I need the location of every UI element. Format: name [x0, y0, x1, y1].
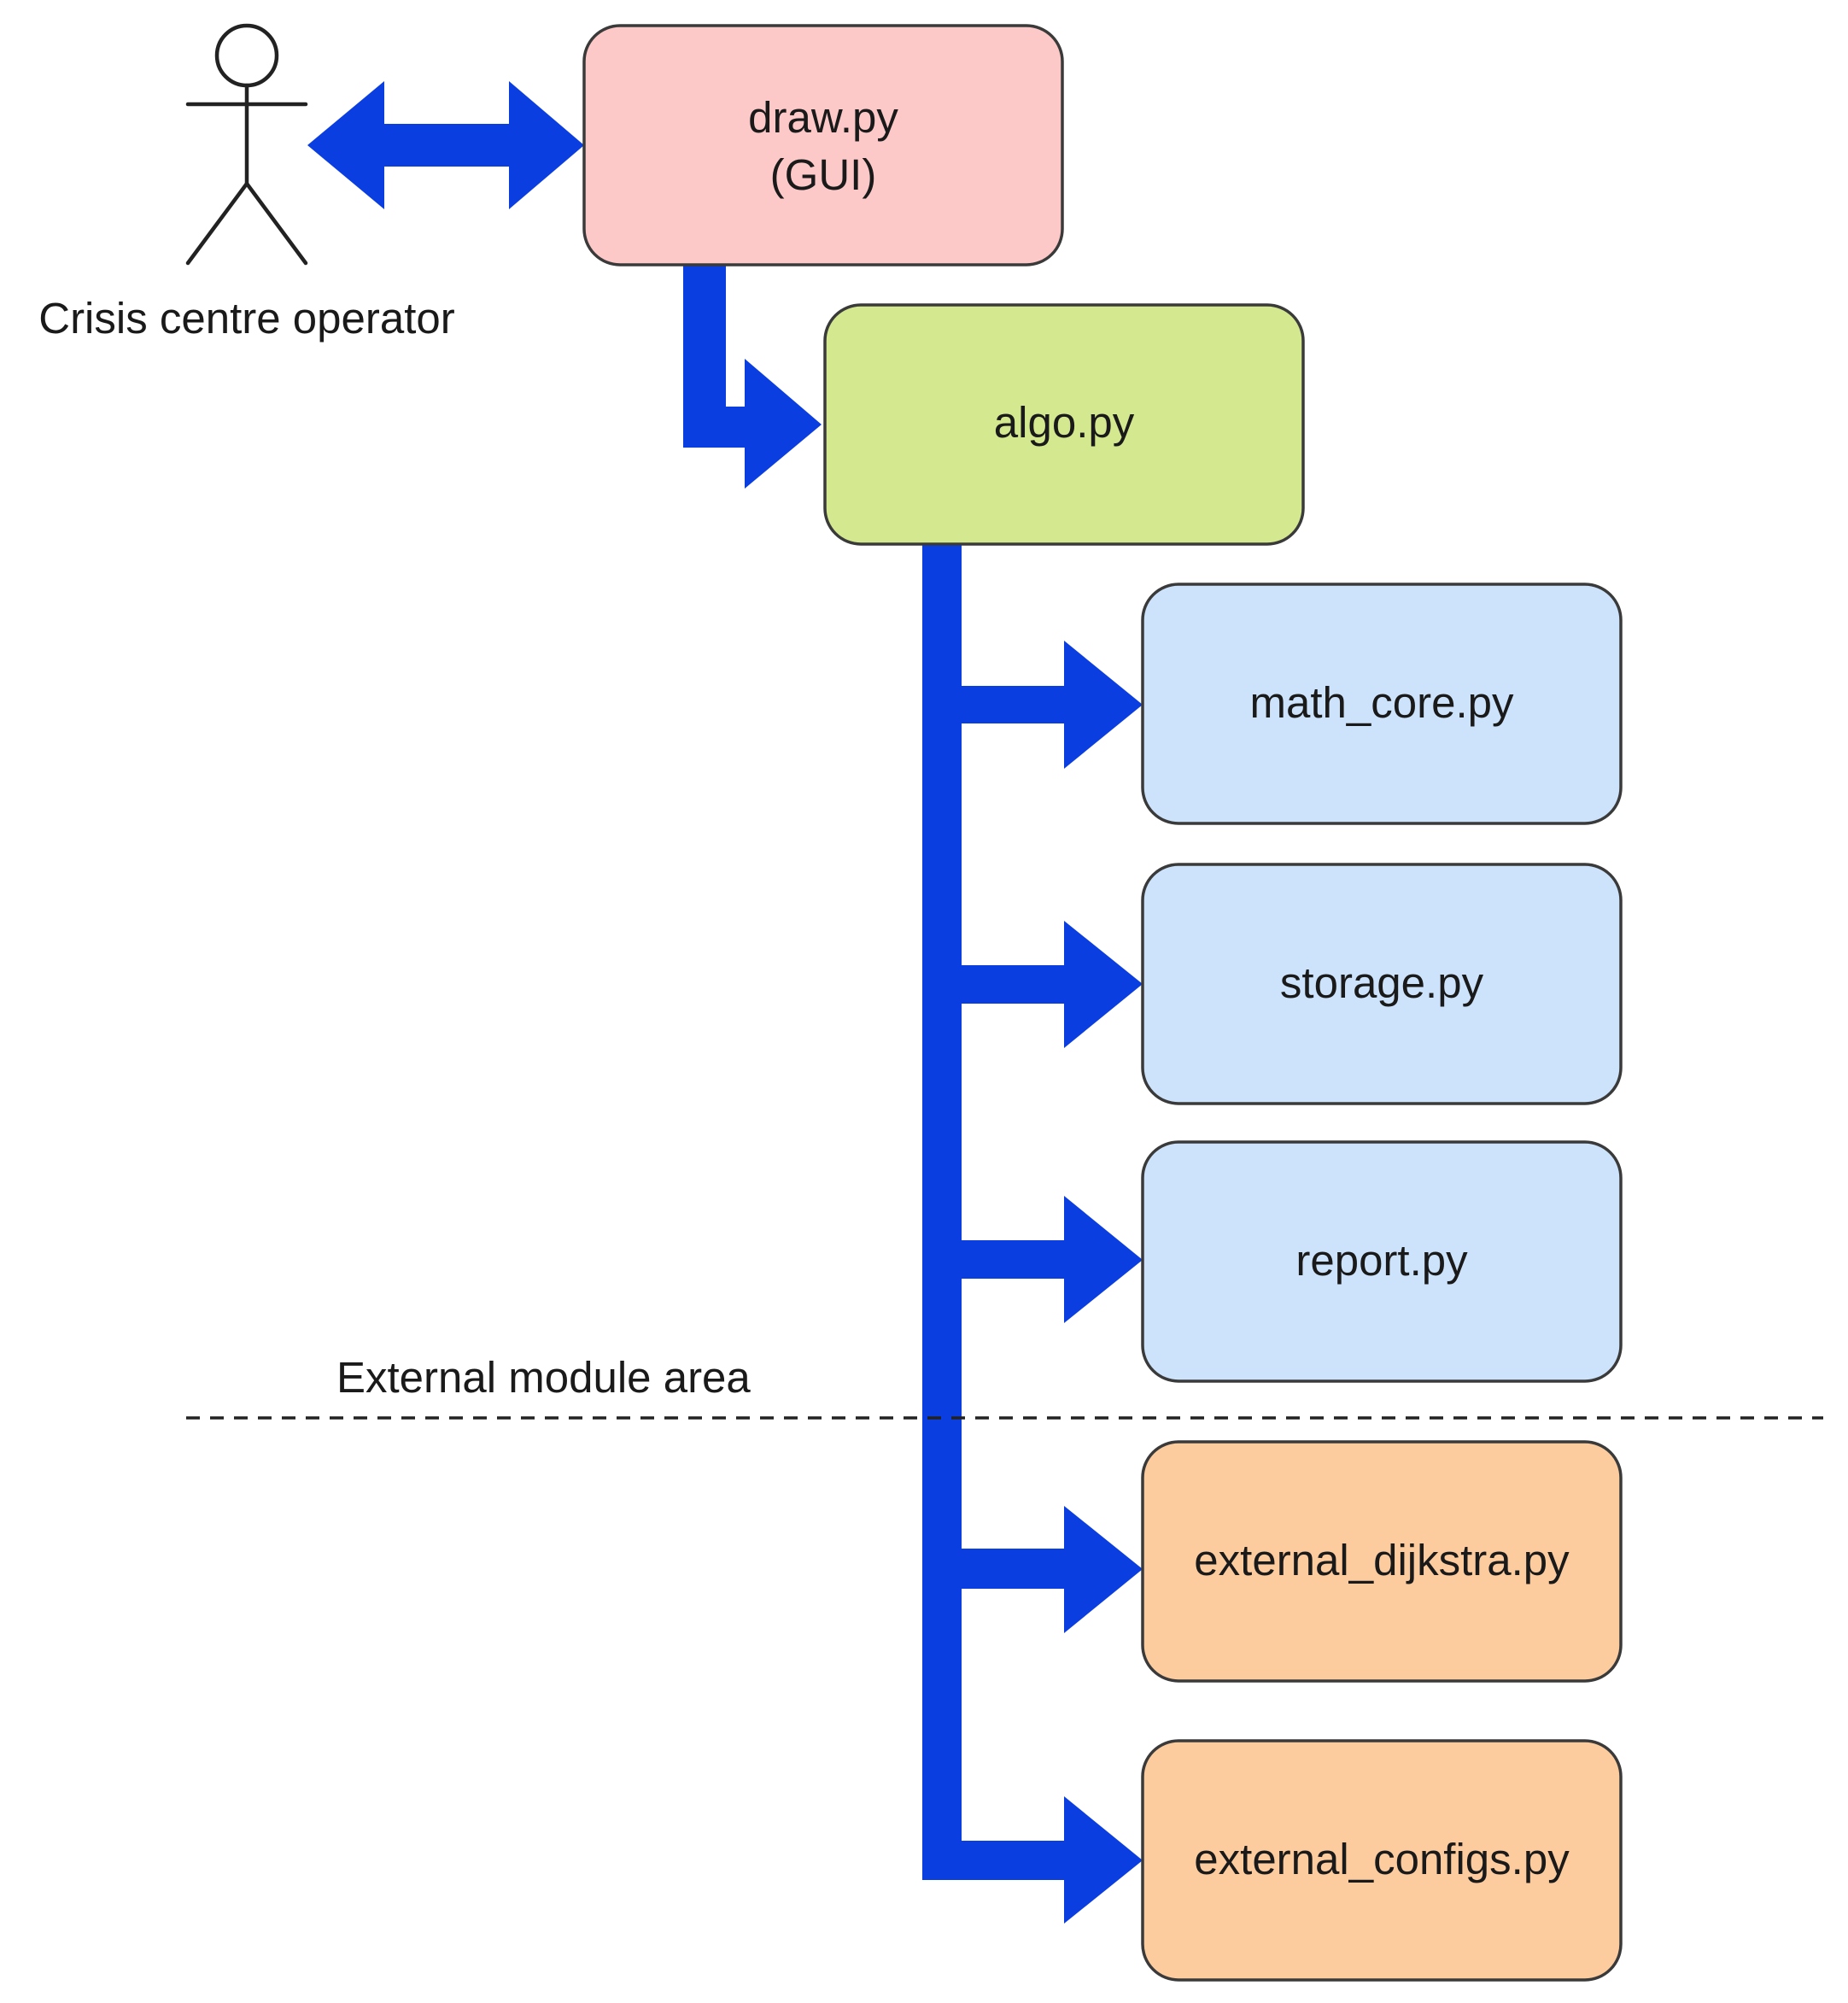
node-math-core-label: math_core.py: [1250, 678, 1514, 727]
actor: Crisis centre operator: [38, 23, 455, 343]
node-draw-box: [582, 24, 1064, 266]
node-external-configs-box: [1141, 1739, 1623, 1982]
edge-algo-report: [962, 1196, 1143, 1323]
edge-algo-storage: [962, 921, 1143, 1048]
actor-label: Crisis centre operator: [38, 294, 455, 343]
edge-algo-math-core: [962, 641, 1143, 769]
node-storage: storage.py: [1141, 863, 1623, 1105]
node-math-core: math_core.py: [1141, 583, 1623, 825]
node-report-box: [1141, 1140, 1623, 1383]
node-external-dijkstra: external_dijkstra.py: [1141, 1440, 1623, 1683]
node-draw: draw.py (GUI): [582, 24, 1064, 266]
node-external-configs-label: external_configs.py: [1194, 1835, 1570, 1883]
edge-actor-draw: [307, 81, 584, 209]
node-storage-label: storage.py: [1280, 958, 1484, 1007]
node-external-configs: external_configs.py: [1141, 1739, 1623, 1982]
node-algo: algo.py: [823, 303, 1305, 546]
node-algo-label: algo.py: [994, 398, 1135, 447]
edge-algo-trunk: [922, 544, 962, 1880]
edge-draw-algo: [683, 265, 822, 489]
node-storage-box: [1141, 863, 1623, 1105]
node-external-dijkstra-label: external_dijkstra.py: [1194, 1536, 1570, 1584]
connectors: [307, 81, 1143, 1924]
external-area-label: External module area: [336, 1353, 751, 1402]
stick-figure-icon: [185, 23, 308, 266]
node-external-dijkstra-box: [1141, 1440, 1623, 1683]
edge-algo-external-dijkstra: [962, 1506, 1143, 1633]
node-algo-box: [823, 303, 1305, 546]
node-draw-label: draw.py: [748, 93, 898, 142]
node-report-label: report.py: [1295, 1236, 1468, 1285]
node-report: report.py: [1141, 1140, 1623, 1383]
edge-algo-external-configs: [922, 1796, 1143, 1924]
node-draw-sublabel: (GUI): [770, 150, 877, 199]
node-math-core-box: [1141, 583, 1623, 825]
